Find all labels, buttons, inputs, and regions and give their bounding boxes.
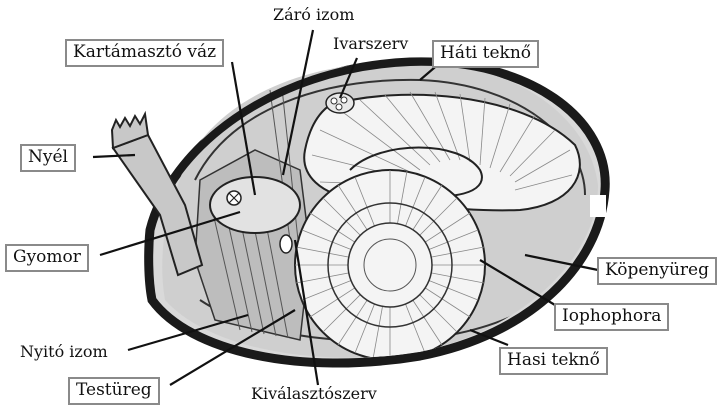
label-nyito-izom: Nyitó izom <box>20 344 108 360</box>
label-nyel: Nyél <box>20 144 76 172</box>
label-zaro-izom: Záró izom <box>273 7 354 23</box>
label-kopenyureg: Köpenyüreg <box>597 257 717 285</box>
label-gyomor: Gyomor <box>5 244 89 272</box>
stomach <box>210 177 300 233</box>
label-iophophora: Iophophora <box>554 303 669 331</box>
label-kartamaszto-vaz: Kartámasztó váz <box>65 39 224 67</box>
lophophore-lower <box>295 170 485 360</box>
label-testureg: Testüreg <box>68 377 160 405</box>
label-hati-tekno: Háti teknő <box>432 40 539 68</box>
label-hasi-tekno: Hasi teknő <box>499 347 608 375</box>
nephridium <box>280 235 292 253</box>
label-ivarszerv: Ivarszerv <box>333 36 408 52</box>
label-kivalasztoszerv: Kiválasztószerv <box>251 386 377 402</box>
